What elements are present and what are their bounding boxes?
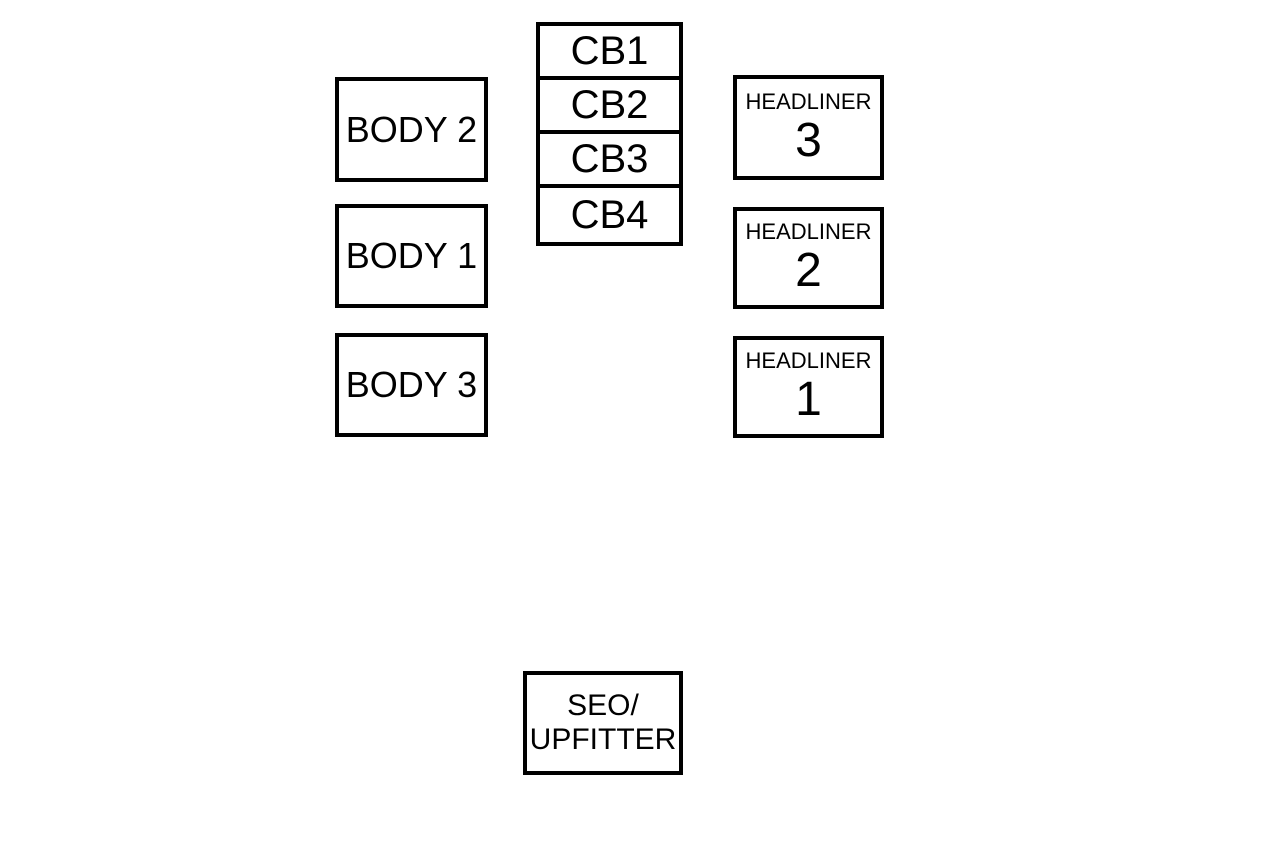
body-2-box: BODY 2 (335, 77, 488, 182)
body-3-label: BODY 3 (345, 364, 478, 405)
body-3-box: BODY 3 (335, 333, 488, 437)
cb4-label: CB4 (570, 193, 649, 237)
cb3-box: CB3 (540, 134, 679, 188)
headliner-2-label: HEADLINER (745, 219, 872, 244)
headliner-3-label: HEADLINER (745, 88, 872, 114)
cb2-box: CB2 (540, 80, 679, 134)
cb3-label: CB3 (570, 137, 649, 181)
body-1-label: BODY 1 (345, 235, 478, 276)
cb1-label: CB1 (570, 29, 649, 73)
body-2-label: BODY 2 (345, 108, 478, 150)
seo-line2: UPFITTER (529, 723, 677, 756)
body-1-box: BODY 1 (335, 204, 488, 308)
seo-upfitter-box: SEO/ UPFITTER (523, 671, 683, 775)
cb-stack: CB1 CB2 CB3 CB4 (536, 22, 683, 246)
headliner-1-number: 1 (795, 373, 822, 426)
headliner-3-number: 3 (795, 113, 822, 167)
headliner-3-box: HEADLINER 3 (733, 75, 884, 180)
headliner-1-label: HEADLINER (745, 348, 872, 373)
cb2-label: CB2 (570, 83, 649, 127)
cb1-box: CB1 (540, 26, 679, 80)
headliner-1-box: HEADLINER 1 (733, 336, 884, 438)
cb4-box: CB4 (540, 188, 679, 242)
seo-line1: SEO/ (567, 689, 639, 722)
headliner-2-box: HEADLINER 2 (733, 207, 884, 309)
headliner-2-number: 2 (795, 244, 822, 297)
